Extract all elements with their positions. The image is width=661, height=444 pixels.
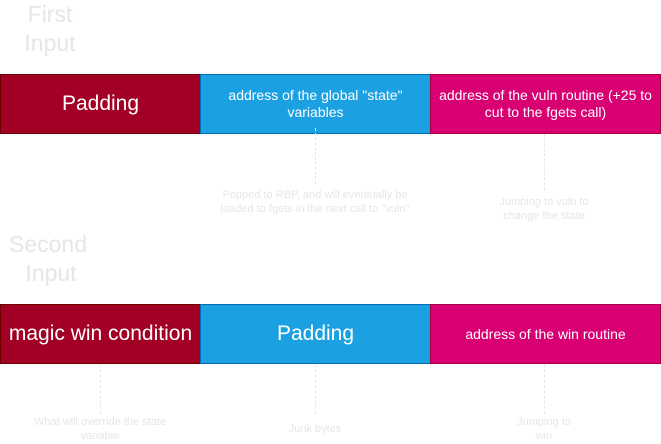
magic-win-condition-label: magic win condition: [8, 322, 193, 345]
first-padding-block: Padding: [0, 74, 201, 134]
second-input-heading-line2: Input: [25, 260, 77, 286]
state-address-block: address of the global "state" variables: [200, 74, 431, 134]
magic-win-condition-block: magic win condition: [0, 304, 201, 364]
magic-win-connector: [100, 364, 101, 414]
win-address-note: Jumping to win: [517, 416, 571, 442]
state-address-connector: [315, 128, 316, 184]
vuln-address-connector: [544, 134, 545, 190]
second-input-heading-line1: Second: [8, 231, 87, 257]
second-padding-block: Padding: [200, 304, 431, 364]
junk-bytes-connector: [315, 364, 316, 414]
vuln-address-block: address of the vuln routine (+25 to cut …: [430, 74, 661, 134]
win-address-connector: [544, 364, 545, 414]
state-address-note: Popped to RBP, and will eventually be lo…: [220, 189, 410, 215]
win-address-label: address of the win routine: [465, 325, 626, 342]
win-address-block: address of the win routine: [430, 304, 661, 364]
first-input-heading: First Input: [0, 0, 100, 58]
magic-win-note: What will override the state variable: [33, 416, 167, 442]
state-address-label: address of the global "state" variables: [228, 87, 403, 120]
first-input-heading-line1: First: [27, 1, 73, 27]
first-padding-label: Padding: [61, 92, 140, 115]
second-input-heading: Second Input: [0, 230, 96, 288]
vuln-address-note: Jumping to vuln to change the state: [499, 196, 589, 222]
vuln-address-label: address of the vuln routine (+25 to cut …: [439, 87, 652, 120]
first-input-heading-line2: Input: [24, 30, 76, 56]
junk-bytes-note: Junk bytes: [288, 423, 342, 435]
second-padding-label: Padding: [276, 322, 355, 345]
